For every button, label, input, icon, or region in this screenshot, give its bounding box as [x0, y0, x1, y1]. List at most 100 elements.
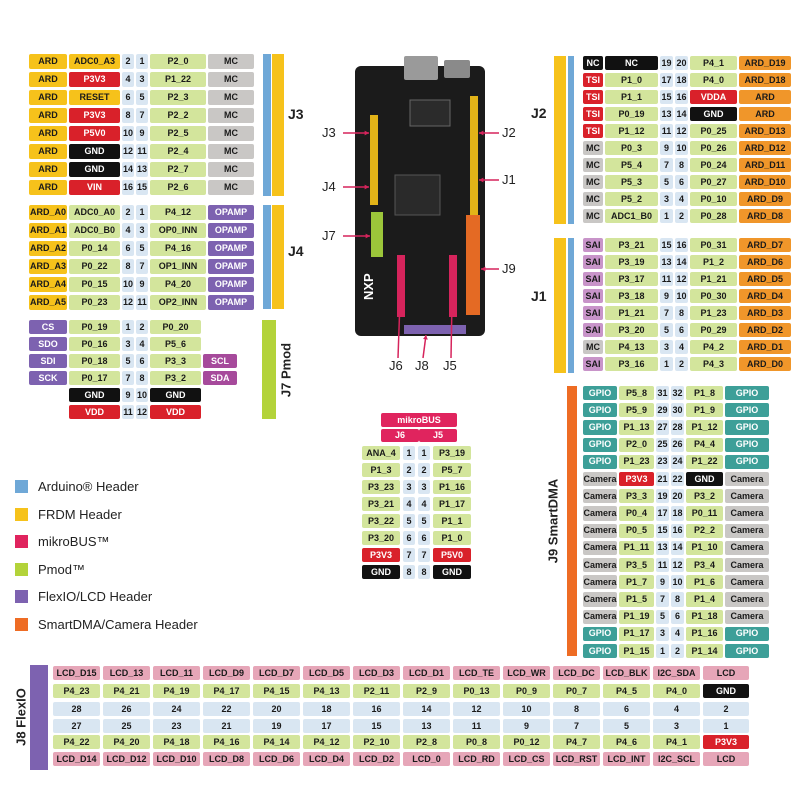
j9-pin-r4-c0: GPIO: [583, 454, 617, 469]
j2-pin-r8-c1: P5_2: [605, 192, 658, 206]
j8-pin-r4-c11: P4_6: [603, 735, 650, 749]
j9-pin-r4-c4: P1_22: [686, 454, 723, 469]
j1-pin-r6-c0: MC: [583, 340, 603, 354]
board-arrow-j6-head: [397, 300, 403, 305]
j8-pin-r0-c8: LCD_TE: [453, 666, 500, 680]
j7-pin-r0-c1: P0_19: [69, 320, 120, 334]
j2-pin-r9-c4: P0_28: [690, 209, 737, 223]
j8-pin-r2-c11: 6: [603, 702, 650, 716]
j2-pin-r9-c5: ARD_D8: [739, 209, 791, 223]
j3-pin-r6-c3: 13: [136, 162, 148, 177]
j3-pin-r0-c4: P2_0: [150, 54, 206, 69]
j4-pin-r3-c4: OP1_INN: [150, 259, 206, 274]
j2-pin-r6-c5: ARD_D11: [739, 158, 791, 172]
j2-pin-r5-c3: 10: [675, 141, 688, 155]
board-arrow-j2-head: [479, 130, 484, 136]
board-arrow-j5: [450, 299, 453, 359]
mikrobus-pin-r7-c3: GND: [433, 565, 471, 579]
mikrobus-pin-r4-c3: P1_1: [433, 514, 471, 528]
j7-pin-r0-c2: 1: [122, 320, 134, 334]
j2-pin-r8-c4: P0_10: [690, 192, 737, 206]
j7-pmod-bar: [262, 320, 276, 419]
j7-pin-r2-c3: 6: [136, 354, 148, 368]
j9-pin-r3-c4: P4_4: [686, 437, 723, 452]
j4-pin-r4-c1: P0_15: [69, 277, 120, 292]
j2-pin-r1-c2: 17: [660, 73, 673, 87]
j1-pin-r0-c1: P3_21: [605, 238, 658, 252]
board-arrow-j8: [422, 334, 427, 359]
j2-pin-r0-c3: 20: [675, 56, 688, 70]
j8-pin-r2-c8: 12: [453, 702, 500, 716]
j2-pin-r4-c1: P1_12: [605, 124, 658, 138]
board-arrow-j3-head: [364, 130, 369, 136]
mikrobus-pin-r6-c3: P5V0: [433, 548, 471, 562]
j3-pin-r4-c0: ARD: [29, 126, 67, 141]
j2-pin-r5-c1: P0_3: [605, 141, 658, 155]
j1-pin-r5-c4: P0_29: [690, 323, 737, 337]
j9-pin-r3-c2: 25: [656, 437, 669, 452]
legend-swatch-0: [15, 480, 28, 493]
j2-pin-r3-c4: GND: [690, 107, 737, 121]
j2-pin-r8-c0: MC: [583, 192, 603, 206]
j2-pin-r6-c0: MC: [583, 158, 603, 172]
j8-pin-r3-c6: 15: [353, 719, 400, 733]
j8-pin-r4-c8: P0_8: [453, 735, 500, 749]
j3-pin-r4-c3: 9: [136, 126, 148, 141]
j2-pin-r9-c2: 1: [660, 209, 673, 223]
j2-pin-r7-c3: 6: [675, 175, 688, 189]
j3-pin-r1-c4: P1_22: [150, 72, 206, 87]
j9-pin-r15-c0: GPIO: [583, 644, 617, 659]
j2-pin-r2-c5: ARD: [739, 90, 791, 104]
j3-pin-r0-c3: 1: [136, 54, 148, 69]
board-header-j9: [466, 215, 480, 315]
j9-pin-r0-c3: 32: [671, 386, 684, 401]
j1-pin-r6-c1: P4_13: [605, 340, 658, 354]
j9-pin-r2-c3: 28: [671, 420, 684, 435]
j9-pin-r5-c3: 22: [671, 472, 684, 487]
j1-pin-r2-c1: P3_17: [605, 272, 658, 286]
j4-pin-r2-c5: OPAMP: [208, 241, 254, 256]
j8-pin-r3-c0: 27: [53, 719, 100, 733]
j9-pin-r14-c0: GPIO: [583, 626, 617, 641]
j1-pin-r5-c3: 6: [675, 323, 688, 337]
j1-pin-r4-c0: SAI: [583, 306, 603, 320]
j2-pin-r4-c4: P0_25: [690, 124, 737, 138]
board-header-j6: [397, 255, 405, 317]
j3-pin-r7-c0: ARD: [29, 180, 67, 195]
j3-pin-r1-c0: ARD: [29, 72, 67, 87]
j9-pin-r6-c0: Camera: [583, 489, 617, 504]
j9-pin-r7-c4: P0_11: [686, 506, 723, 521]
j7-pin-r1-c0: SDO: [29, 337, 67, 351]
mikrobus-pin-r1-c3: P5_7: [433, 463, 471, 477]
mikrobus-pin-r0-c2: 1: [418, 446, 430, 460]
j2-pin-r3-c5: ARD: [739, 107, 791, 121]
j1-pin-r0-c5: ARD_D7: [739, 238, 791, 252]
mikrobus-pin-r7-c1: 8: [403, 565, 415, 579]
j4-pin-r2-c2: 6: [122, 241, 134, 256]
j3-pin-r0-c5: MC: [208, 54, 254, 69]
j1-pin-r6-c2: 3: [660, 340, 673, 354]
j8-pin-r1-c6: P2_11: [353, 684, 400, 698]
j3-pin-r1-c2: 4: [122, 72, 134, 87]
j7-pin-r5-c4: VDD: [150, 405, 201, 419]
j2-pin-r5-c2: 9: [660, 141, 673, 155]
mikrobus-pin-r3-c1: 4: [403, 497, 415, 511]
j8-pin-r2-c2: 24: [153, 702, 200, 716]
j1-pin-r3-c2: 9: [660, 289, 673, 303]
j9-pin-r14-c2: 3: [656, 626, 669, 641]
j9-pin-r0-c4: P1_8: [686, 386, 723, 401]
j8-pin-r3-c9: 9: [503, 719, 550, 733]
j2-pin-r9-c3: 2: [675, 209, 688, 223]
j1-pin-r4-c2: 7: [660, 306, 673, 320]
j7-pin-r3-c5: SDA: [203, 371, 237, 385]
j8-pin-r1-c10: P0_7: [553, 684, 600, 698]
j9-pin-r12-c4: P1_4: [686, 592, 723, 607]
j3-pin-r7-c1: VIN: [69, 180, 120, 195]
j1-title: J1: [531, 288, 547, 304]
j8-pin-r5-c8: LCD_RD: [453, 752, 500, 766]
j9-pin-r9-c1: P1_11: [619, 540, 654, 555]
j8-pin-r5-c12: I2C_SCL: [653, 752, 700, 766]
j3-pin-r4-c1: P5V0: [69, 126, 120, 141]
j2-pin-r0-c0: NC: [583, 56, 603, 70]
